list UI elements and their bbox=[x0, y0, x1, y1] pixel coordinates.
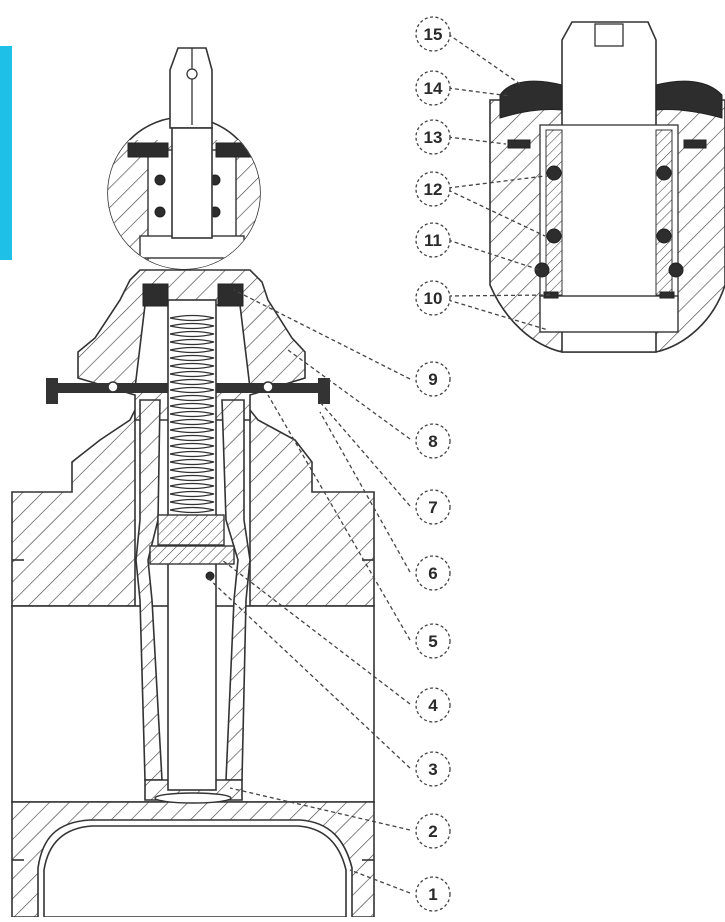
callout-11: 11 bbox=[415, 222, 451, 258]
callout-13: 13 bbox=[415, 119, 451, 155]
thread-turn bbox=[169, 418, 215, 426]
body-bottom-inner bbox=[43, 825, 347, 918]
thread-turn bbox=[169, 498, 215, 506]
thread-turn bbox=[169, 362, 215, 370]
thread-turn bbox=[169, 466, 215, 474]
thread-turn bbox=[169, 314, 215, 322]
callouts: 15 14 13 12 11 10 9 8 bbox=[415, 16, 451, 912]
callout-label-6: 6 bbox=[428, 564, 437, 583]
thread-turn bbox=[169, 338, 215, 346]
stem-nut bbox=[149, 545, 235, 565]
thread-turn bbox=[169, 394, 215, 402]
callout-label-4: 4 bbox=[428, 696, 438, 715]
thread-turn bbox=[169, 386, 215, 394]
detail-wiper-left bbox=[499, 80, 563, 119]
thread-turn bbox=[169, 410, 215, 418]
callout-label-2: 2 bbox=[428, 822, 437, 841]
body-bottom bbox=[11, 801, 375, 918]
bolt-right bbox=[318, 378, 330, 404]
callout-1: 1 bbox=[415, 876, 451, 912]
callout-5: 5 bbox=[415, 623, 451, 659]
detail-wiper-right bbox=[655, 80, 723, 119]
callout-14: 14 bbox=[415, 70, 451, 106]
leader-lines bbox=[207, 33, 551, 894]
callout-7: 7 bbox=[415, 489, 451, 525]
thread-turn bbox=[169, 402, 215, 410]
gland-seal-right bbox=[217, 283, 244, 307]
callout-4: 4 bbox=[415, 687, 451, 723]
callout-label-5: 5 bbox=[428, 632, 437, 651]
callout-label-15: 15 bbox=[424, 25, 443, 44]
thread-turn bbox=[169, 490, 215, 498]
gland-seal-left bbox=[142, 283, 169, 307]
valve-body bbox=[11, 269, 375, 918]
thread-turn bbox=[169, 474, 215, 482]
detail-view-top-right bbox=[489, 21, 725, 353]
callout-8: 8 bbox=[415, 423, 451, 459]
callout-label-3: 3 bbox=[428, 760, 437, 779]
thread-turn bbox=[169, 426, 215, 434]
callout-label-14: 14 bbox=[424, 79, 443, 98]
callout-label-13: 13 bbox=[424, 128, 443, 147]
callout-12: 12 bbox=[415, 171, 451, 207]
callout-10: 10 bbox=[415, 280, 451, 316]
stem-operating-nut bbox=[169, 47, 213, 129]
callout-label-12: 12 bbox=[424, 180, 443, 199]
detail-circle-main bbox=[107, 47, 261, 270]
callout-label-9: 9 bbox=[428, 370, 437, 389]
callout-label-11: 11 bbox=[424, 231, 442, 250]
thread-turn bbox=[169, 378, 215, 386]
callout-label-8: 8 bbox=[428, 432, 437, 451]
callout-2: 2 bbox=[415, 813, 451, 849]
thread-turn bbox=[169, 442, 215, 450]
thread-turn bbox=[169, 346, 215, 354]
stem-thread bbox=[169, 314, 215, 562]
bolt-left bbox=[46, 378, 58, 404]
thread-turn bbox=[169, 354, 215, 362]
detail-thrust-collar bbox=[539, 295, 679, 333]
thread-turn bbox=[169, 322, 215, 330]
callout-label-10: 10 bbox=[424, 289, 443, 308]
callout-label-7: 7 bbox=[428, 498, 437, 517]
callout-15: 15 bbox=[415, 16, 451, 52]
callout-9: 9 bbox=[415, 361, 451, 397]
callout-label-1: 1 bbox=[428, 885, 437, 904]
callout-3: 3 bbox=[415, 751, 451, 787]
body-right-upper bbox=[249, 407, 375, 607]
thread-turn bbox=[169, 450, 215, 458]
thread-turn bbox=[169, 506, 215, 514]
thread-turn bbox=[169, 434, 215, 442]
thread-turn bbox=[169, 482, 215, 490]
thread-turn bbox=[169, 458, 215, 466]
thread-turn bbox=[169, 370, 215, 378]
body-left-upper bbox=[11, 409, 136, 607]
accent-side-bar bbox=[0, 46, 12, 260]
thread-turn bbox=[169, 330, 215, 338]
callout-6: 6 bbox=[415, 555, 451, 591]
